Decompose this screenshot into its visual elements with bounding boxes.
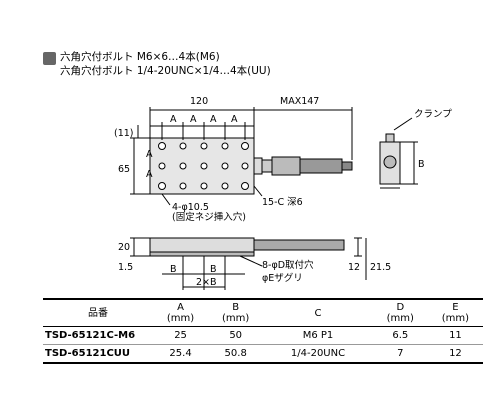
table-header-row: 品番 A(mm) B(mm) C D(mm) E(mm)	[43, 299, 483, 327]
cell-e: 12	[449, 348, 462, 359]
dim-a-v1: A	[146, 149, 153, 160]
bolt-note-line1: 六角穴付ボルト M6×6…4本(M6)	[60, 51, 220, 63]
dim-2b: 2×B	[196, 277, 217, 288]
spec-table: 品番 A(mm) B(mm) C D(mm) E(mm) TSD-65121C-…	[43, 298, 483, 364]
col-header: 品番	[88, 307, 108, 319]
col-header: A(mm)	[166, 302, 195, 324]
dim-a-1: A	[170, 114, 177, 125]
dim-12: 12	[348, 262, 360, 273]
dim-b-front-2: B	[210, 264, 217, 275]
cell-b: 50.8	[224, 348, 247, 359]
table-row: TSD-65121C-M6 25 50 M6 P1 6.5 11	[43, 327, 483, 345]
dim-1-5: 1.5	[118, 262, 133, 273]
col-header: B(mm)	[222, 302, 250, 324]
dim-a-4: A	[231, 114, 238, 125]
col-header: C	[314, 307, 322, 319]
hole-note-2: (固定ネジ挿入穴)	[172, 211, 246, 223]
bolt-note-line2: 六角穴付ボルト 1/4-20UNC×1/4…4本(UU)	[60, 65, 271, 77]
technical-drawing: 120 MAX147 A A A A (11) 65 A A 4-φ10.5 (…	[114, 96, 452, 290]
end-view	[379, 117, 418, 189]
top-view	[130, 107, 353, 206]
front-view	[130, 237, 367, 290]
dim-20: 20	[118, 242, 130, 253]
dim-a-3: A	[210, 114, 217, 125]
cell-a: 25	[174, 330, 187, 341]
cell-d: 6.5	[392, 330, 409, 341]
c-note: 15-C 深6	[262, 197, 303, 208]
dim-21-5: 21.5	[370, 262, 391, 273]
cell-a: 25.4	[169, 348, 192, 359]
lock-icon	[43, 52, 56, 65]
d-note: 8-φD取付穴	[262, 259, 314, 271]
e-note: φEザグリ	[262, 272, 303, 284]
table-row: TSD-65121CUU 25.4 50.8 1/4-20UNC 7 12	[43, 345, 483, 363]
col-header: E(mm)	[441, 302, 470, 324]
col-header: D(mm)	[386, 302, 414, 324]
clamp-label: クランプ	[414, 109, 452, 120]
hole-note: 4-φ10.5	[172, 202, 209, 213]
dim-b-front-1: B	[170, 264, 177, 275]
cell-e: 11	[449, 330, 462, 341]
dim-max147: MAX147	[280, 96, 319, 107]
cell-c: 1/4-20UNC	[290, 348, 346, 359]
cell-d: 7	[397, 348, 404, 359]
part-number: TSD-65121C-M6	[45, 330, 136, 341]
cell-c: M6 P1	[302, 330, 334, 341]
dim-b-side: B	[418, 159, 425, 170]
dim-120: 120	[190, 96, 208, 107]
dim-11: (11)	[114, 128, 134, 139]
part-number: TSD-65121CUU	[45, 348, 131, 359]
cell-b: 50	[229, 330, 243, 341]
dim-65: 65	[118, 164, 130, 175]
dim-a-2: A	[190, 114, 197, 125]
dim-a-v2: A	[146, 169, 153, 180]
